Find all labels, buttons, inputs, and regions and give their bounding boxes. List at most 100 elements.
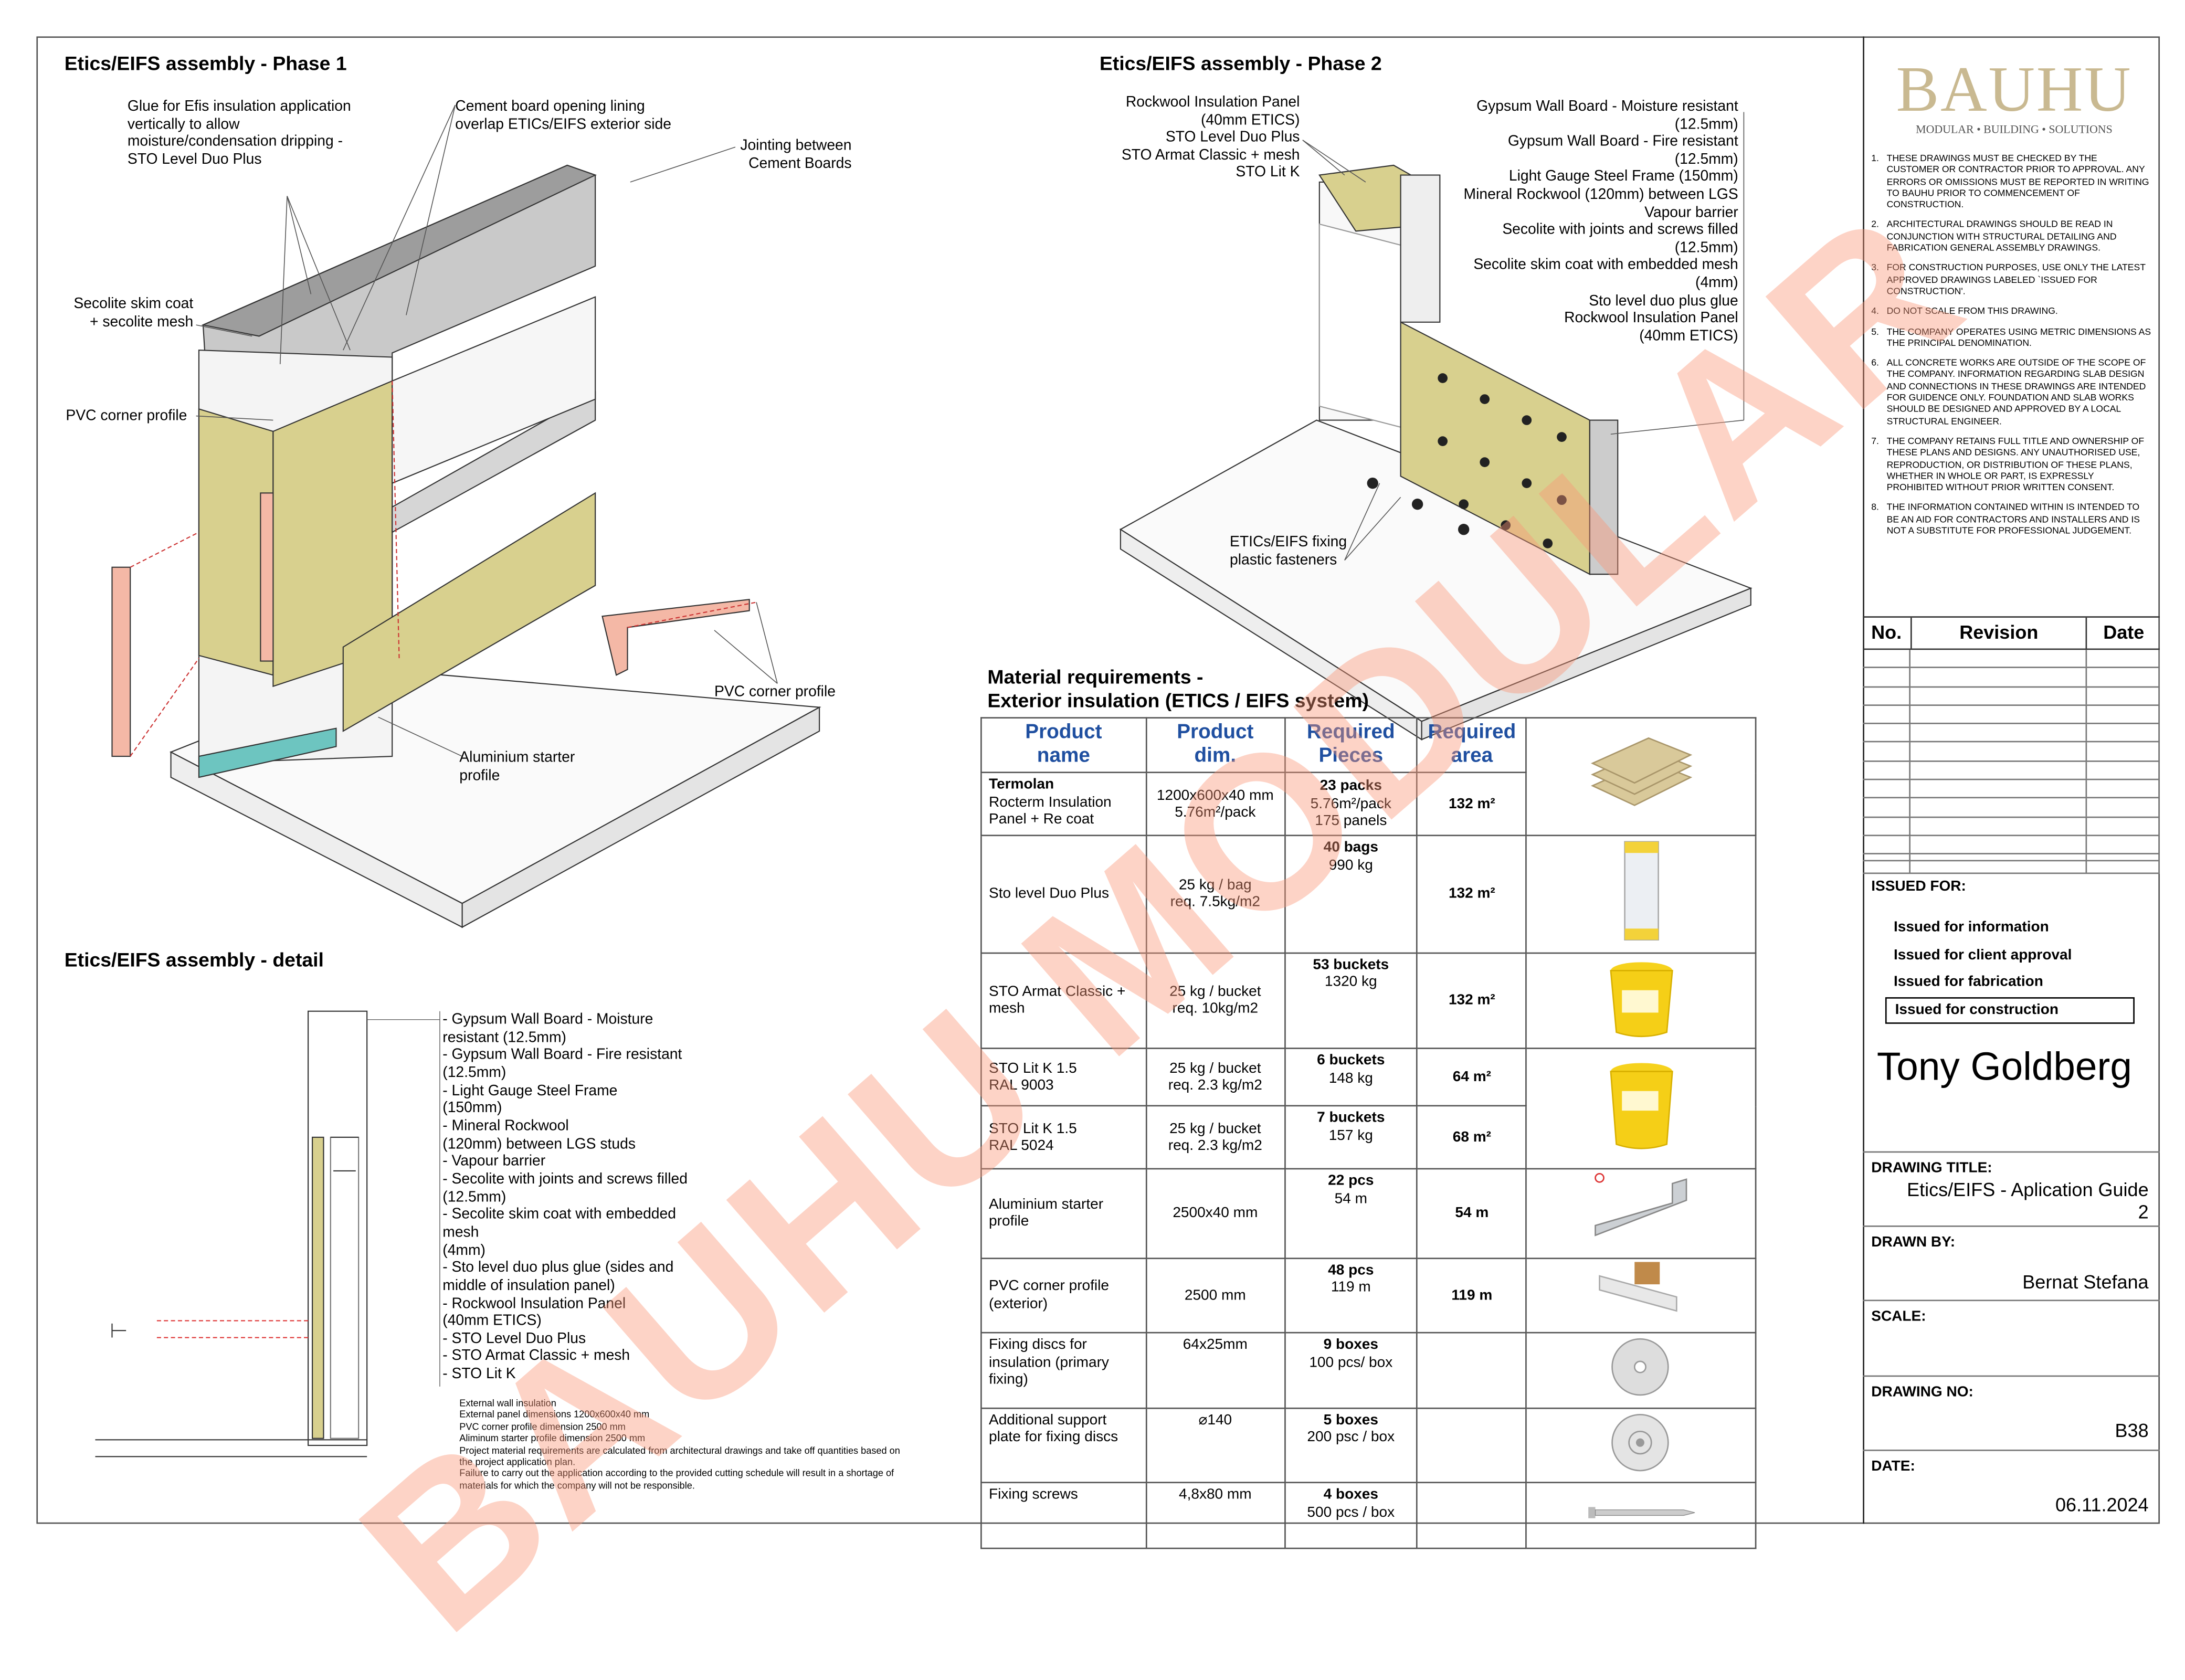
note-text: The company operates using metric dimens… — [1886, 327, 2151, 349]
detail-drawing — [95, 1010, 440, 1457]
required-pieces-bold: 6 buckets — [1317, 1052, 1385, 1069]
label-jointing: Jointing between Cement Boards — [740, 137, 852, 172]
issued-for-option-selected[interactable]: Issued for construction — [1885, 996, 2135, 1023]
phase2-drawing — [1119, 112, 1753, 741]
logo-subtitle: MODULAR • BUILDING • SOLUTIONS — [1916, 123, 2113, 136]
note-number: 1. — [1871, 154, 1879, 164]
required-pieces-bold: 40 bags — [1323, 839, 1378, 856]
required-pieces-detail: 119 m — [1331, 1279, 1371, 1296]
rev-header-date: Date — [2103, 621, 2145, 643]
revision-row[interactable] — [1863, 836, 2160, 855]
date: 06.11.2024 — [2055, 1494, 2149, 1516]
issued-for-option[interactable]: Issued for client approval — [1893, 946, 2072, 963]
phase1-title: Etics/EIFS assembly - Phase 1 — [64, 51, 347, 75]
general-notes: 1.These drawings must be checked by the … — [1871, 154, 2151, 547]
issued-for-option[interactable]: Issued for fabrication — [1893, 973, 2043, 990]
required-area: 132 m² — [1417, 772, 1527, 837]
required-pieces-bold: 53 buckets — [1313, 956, 1389, 973]
product-image-glue-bag — [1526, 834, 1757, 953]
required-area: 54 m — [1417, 1168, 1527, 1259]
product-name: PVC corner profile (exterior) — [989, 1277, 1109, 1312]
required-area: 64 m² — [1417, 1048, 1527, 1107]
divider — [1863, 1375, 2160, 1377]
required-area: 119 m — [1417, 1257, 1527, 1334]
date-label: DATE: — [1871, 1458, 1915, 1475]
note-number: 4. — [1871, 307, 1879, 317]
materials-header-2: Required Pieces — [1283, 717, 1418, 774]
divider — [1863, 1151, 2160, 1153]
required-pieces-detail: 5.76m²/pack 175 panels — [1310, 795, 1391, 830]
note-number: 2. — [1871, 220, 1879, 230]
phase1-slab-side — [461, 706, 820, 928]
product-dim: 4,8x80 mm — [1145, 1482, 1285, 1549]
product-image-fixing-disc — [1526, 1332, 1757, 1409]
issued-for-option[interactable]: Issued for information — [1893, 918, 2049, 936]
divider — [1863, 1450, 2160, 1451]
revision-row[interactable] — [1863, 705, 2160, 725]
label-cement-lining: Cement board opening lining overlap ETIC… — [455, 98, 671, 133]
general-note: 2.Architectural drawings should be read … — [1871, 220, 2151, 255]
scale-label: SCALE: — [1871, 1308, 1926, 1325]
product-name-cell: Fixing discs for insulation (primary fix… — [980, 1332, 1147, 1409]
product-image-stolit-bucket — [1526, 1048, 1757, 1170]
material-row: Additional support plate for fixing disc… — [980, 1407, 1757, 1484]
revision-row[interactable] — [1863, 780, 2160, 799]
product-dim: 25 kg / bucket req. 2.3 kg/m2 — [1145, 1048, 1285, 1107]
phase2-title: Etics/EIFS assembly - Phase 2 — [1099, 51, 1382, 75]
revision-row[interactable] — [1863, 650, 2160, 669]
note-number: 8. — [1871, 503, 1879, 513]
product-dim: 25 kg / bucket req. 2.3 kg/m2 — [1145, 1105, 1285, 1170]
general-note: 8.The information contained within is in… — [1871, 503, 2151, 538]
product-dim: ⌀140 — [1145, 1407, 1285, 1484]
product-dim: 2500 mm — [1145, 1257, 1285, 1334]
divider — [1863, 1299, 2160, 1302]
product-image-support-plate — [1526, 1407, 1757, 1484]
required-pieces-bold: 5 boxes — [1323, 1411, 1378, 1428]
revision-row[interactable] — [1863, 687, 2160, 706]
revision-row[interactable] — [1863, 743, 2160, 762]
product-name-cell: STO Lit K 1.5 RAL 5024 — [980, 1105, 1147, 1170]
revision-row[interactable] — [1863, 724, 2160, 743]
required-pieces-detail: 1320 kg — [1324, 973, 1377, 990]
divider — [1863, 1225, 2160, 1227]
note-number: 7. — [1871, 437, 1879, 447]
drawing-no: B38 — [2115, 1420, 2149, 1441]
revision-row[interactable] — [1863, 762, 2160, 780]
product-dim: 2500x40 mm — [1145, 1168, 1285, 1259]
product-name-cell: STO Armat Classic + mesh — [980, 952, 1147, 1049]
phase1-upper-panel — [392, 296, 596, 484]
revision-row[interactable] — [1863, 799, 2160, 818]
phase2-right-labels: Gypsum Wall Board - Moisture resistant (… — [1463, 98, 1738, 344]
label-glue: Glue for Efis insulation application ver… — [127, 98, 351, 168]
general-note: 5. The company operates using metric dime… — [1871, 327, 2151, 350]
product-name-cell: Additional support plate for fixing disc… — [980, 1407, 1147, 1484]
product-image-armat-bucket — [1526, 952, 1757, 1049]
drawing-no-label: DRAWING NO: — [1871, 1383, 1973, 1401]
product-name-cell: Aluminium starter profile — [980, 1168, 1147, 1259]
required-pieces-bold: 7 buckets — [1317, 1109, 1385, 1126]
product-dim: 25 kg / bag req. 7.5kg/m2 — [1145, 834, 1285, 953]
note-number: 5. — [1871, 327, 1879, 337]
required-area — [1417, 1332, 1527, 1409]
required-area — [1417, 1482, 1527, 1549]
phase2-frame — [1400, 174, 1441, 323]
note-number: 3. — [1871, 263, 1879, 274]
note-text: The company retains full title and owner… — [1886, 437, 2145, 493]
revision-row[interactable] — [1863, 668, 2160, 688]
product-name: STO Armat Classic + mesh — [989, 982, 1126, 1018]
general-note: 4.Do not scale from this drawing. — [1871, 307, 2151, 319]
revision-row[interactable] — [1863, 817, 2160, 837]
revision-table: No. Revision Date — [1863, 616, 2160, 874]
divider — [1863, 860, 2160, 862]
revision-row[interactable] — [1863, 854, 2160, 874]
